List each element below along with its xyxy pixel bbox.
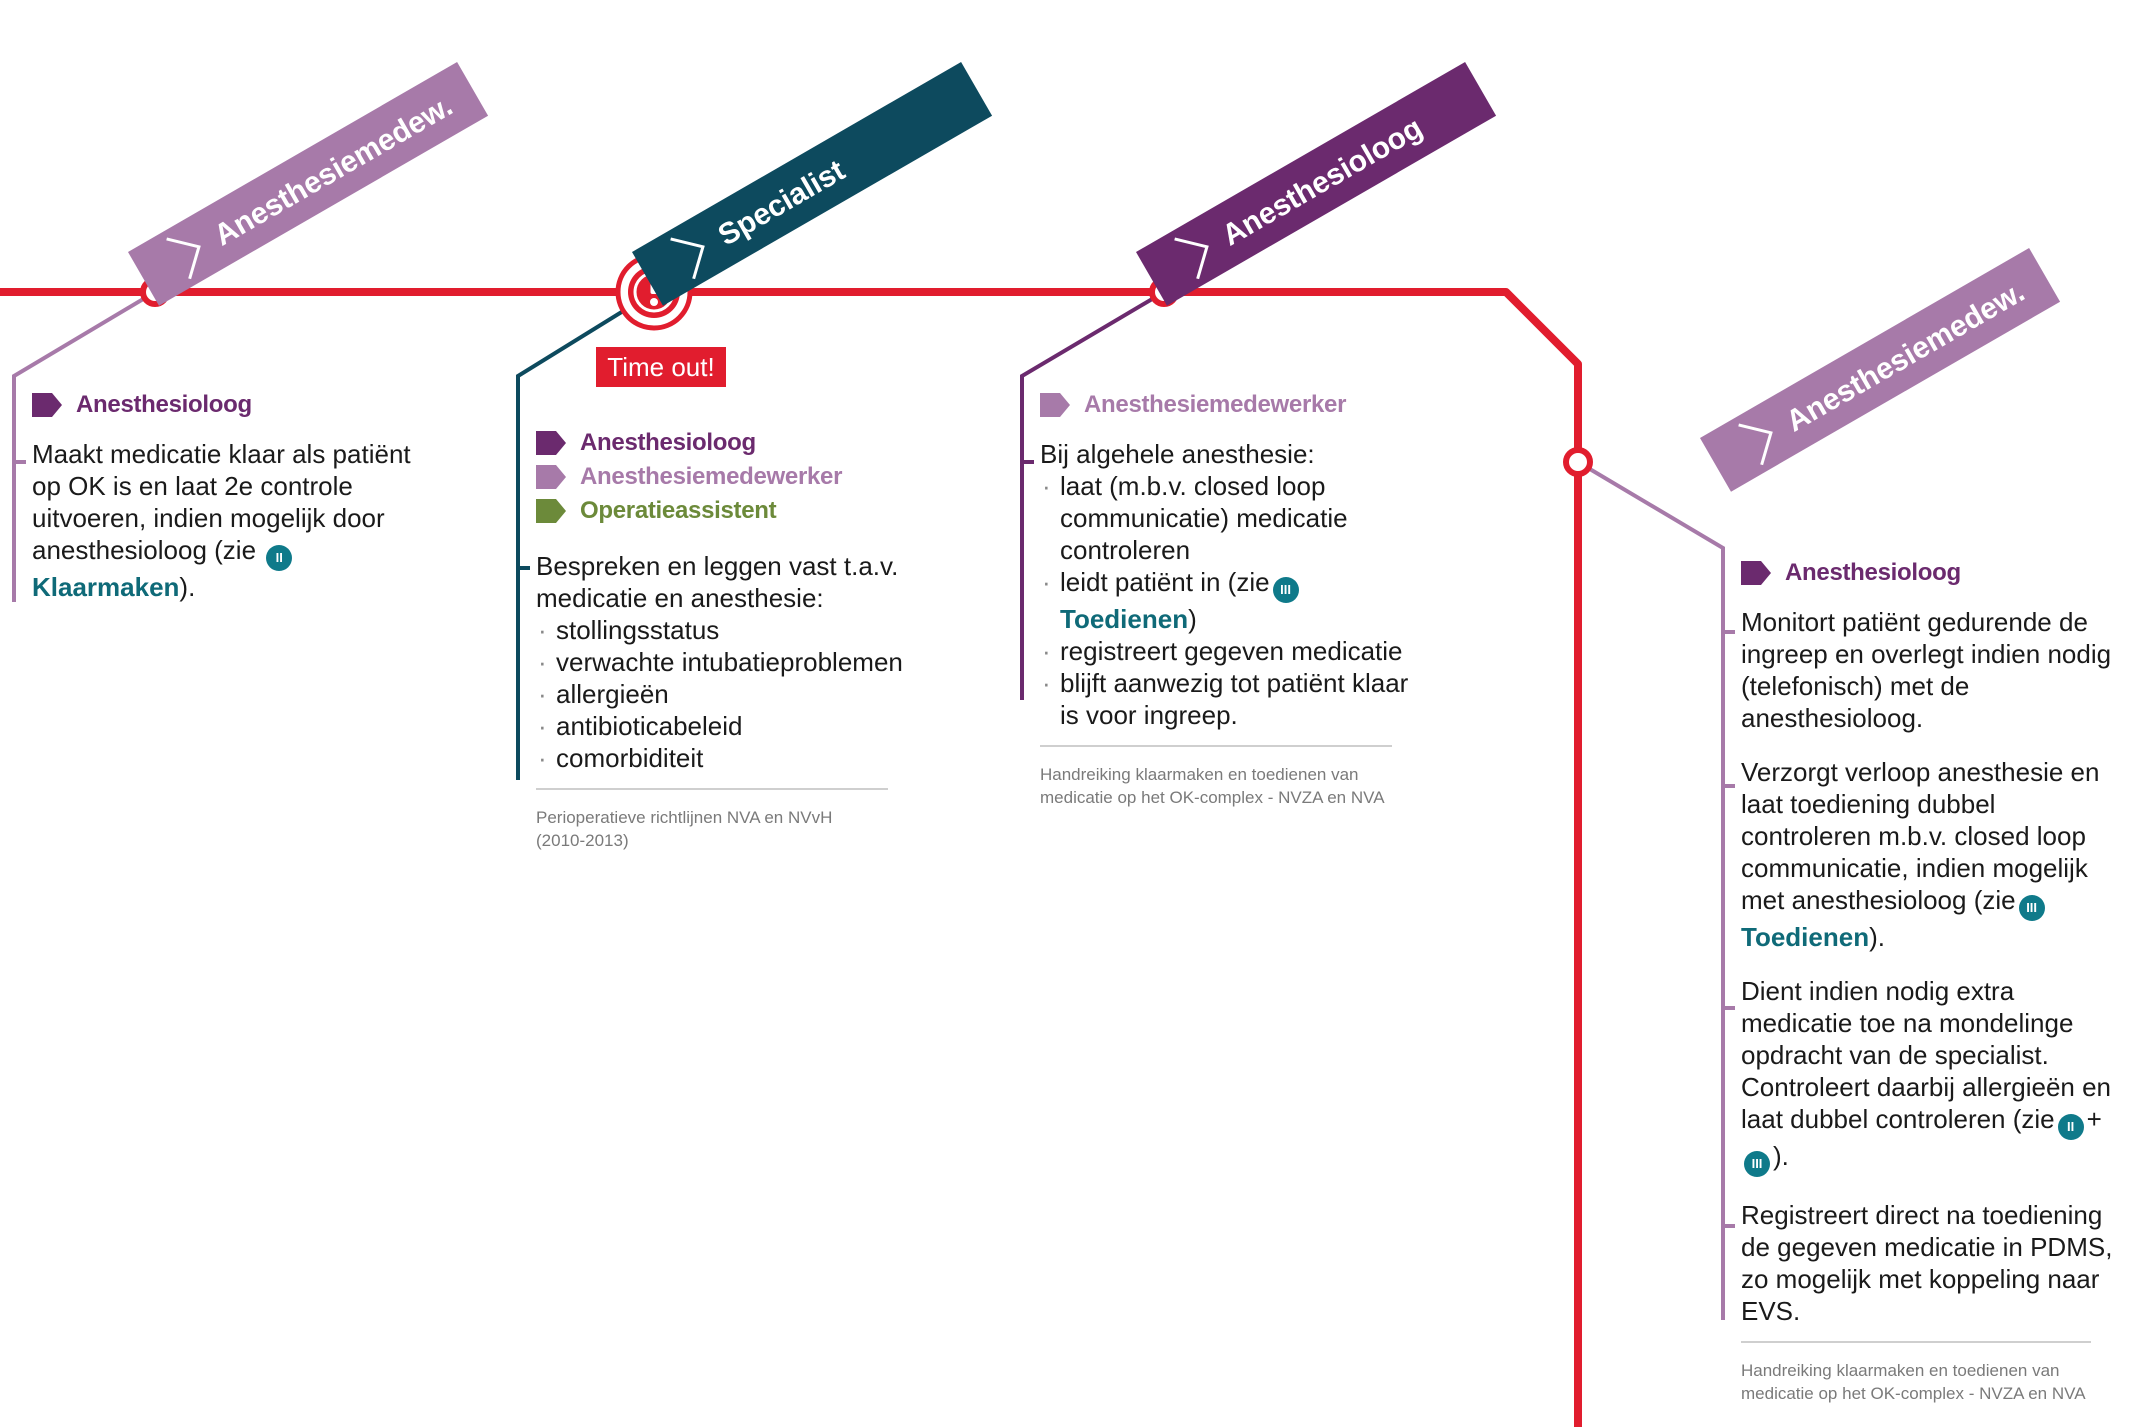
list-item-text: leidt patiënt in (zie — [1060, 567, 1270, 597]
tick-step1 — [14, 460, 26, 464]
klaarmaken-link[interactable]: Klaarmaken — [32, 572, 180, 602]
paragraph-text: Verzorgt verloop anesthesie en laat toed… — [1741, 757, 2100, 915]
tick-step2 — [518, 566, 530, 570]
list-item: registreert gegeven medicatie — [1040, 635, 1420, 667]
connector-step2 — [516, 290, 656, 780]
role-flag-icon — [536, 431, 566, 455]
step-number-badge-icon: III — [1744, 1151, 1770, 1177]
paragraph-text-end: ). — [1869, 922, 1885, 952]
list-item: stollingsstatus — [536, 614, 916, 646]
list-item: verwachte intubatieproblemen — [536, 646, 916, 678]
list-item: allergieën — [536, 678, 916, 710]
banner-3: Anesthesioloog — [1136, 62, 1497, 306]
connector-step4 — [1576, 460, 1725, 1320]
banner-3-label: Anesthesioloog — [1217, 111, 1428, 252]
step4-description: Monitort patiënt gedurende de ingreep en… — [1741, 606, 2129, 1327]
divider — [1741, 1341, 2091, 1343]
step1-block: Anesthesioloog Maakt medicatie klaar als… — [32, 388, 412, 603]
plus-sign: + — [2086, 1104, 2102, 1134]
role-name: Anesthesiemedewerker — [1084, 391, 1347, 418]
step3-block: Anesthesiemedewerker Bij algehele anesth… — [1040, 388, 1420, 809]
list-item-text-end: ) — [1188, 604, 1197, 634]
list-item: blijft aanwezig tot patiënt klaar is voo… — [1040, 667, 1420, 731]
role-flag-icon — [536, 499, 566, 523]
banner-4: Anesthesiemedew. — [1700, 248, 2061, 492]
role-name: Operatieassistent — [580, 497, 777, 524]
role-flag-icon — [1741, 561, 1771, 585]
step3-source: Handreiking klaarmaken en toedienen van … — [1040, 765, 1385, 807]
role-row: Anesthesiemedewerker — [536, 460, 916, 494]
step3-description: Bij algehele anesthesie: laat (m.b.v. cl… — [1040, 438, 1420, 731]
role-name: Anesthesioloog — [580, 429, 756, 456]
banner-1: Anesthesiemedew. — [128, 62, 489, 306]
step2-list: stollingsstatus verwachte intubatieprobl… — [536, 614, 916, 774]
connector-step3 — [1020, 290, 1166, 700]
toedienen-link[interactable]: Toedienen — [1060, 604, 1189, 634]
step2-description: Bespreken en leggen vast t.a.v. medicati… — [536, 550, 916, 774]
timeout-label: Time out! — [596, 347, 726, 387]
tick-step3 — [1022, 460, 1034, 464]
connector-step1 — [12, 290, 157, 602]
role-name: Anesthesioloog — [1785, 559, 1961, 586]
role-flag-icon — [32, 393, 62, 417]
route-line — [0, 288, 1582, 1427]
role-flag-icon — [1040, 393, 1070, 417]
step1-text-end: ). — [179, 572, 196, 602]
divider — [536, 788, 888, 790]
banner-1-label: Anesthesiemedew. — [209, 89, 458, 252]
tick-step4b — [1723, 784, 1735, 788]
step4-paragraph: Registreert direct na toediening de gege… — [1741, 1200, 2113, 1326]
list-item: laat (m.b.v. closed loop communicatie) m… — [1040, 470, 1420, 566]
tick-step4d — [1723, 1224, 1735, 1228]
toedienen-link[interactable]: Toedienen — [1741, 922, 1870, 952]
tick-step4a — [1723, 630, 1735, 634]
step-number-badge-icon: III — [2018, 895, 2045, 921]
station-marker-4 — [1563, 447, 1593, 477]
list-item: comorbiditeit — [536, 742, 916, 774]
step4-source: Handreiking klaarmaken en toedienen van … — [1741, 1361, 2086, 1403]
step3-intro: Bij algehele anesthesie: — [1040, 439, 1315, 469]
role-flag-icon — [536, 465, 566, 489]
role-row: Operatieassistent — [536, 494, 916, 528]
step1-text: Maakt medicatie klaar als patiënt op OK … — [32, 439, 411, 565]
paragraph-text: Dient indien nodig extra medicatie toe n… — [1741, 976, 2112, 1134]
step4-block: Anesthesioloog Monitort patiënt gedurend… — [1741, 556, 2129, 1405]
step-number-badge-icon: II — [2057, 1114, 2084, 1140]
list-item: antibioticabeleid — [536, 710, 916, 742]
banner-2: Specialist — [632, 62, 993, 306]
role-name: Anesthesiemedewerker — [580, 463, 843, 490]
role-row: Anesthesioloog — [1741, 556, 2129, 590]
paragraph-text-end: ). — [1773, 1141, 1789, 1171]
banner-4-label: Anesthesiemedew. — [1781, 275, 2030, 438]
role-row: Anesthesiemedewerker — [1040, 388, 1420, 422]
step3-list: laat (m.b.v. closed loop communicatie) m… — [1040, 470, 1420, 731]
step4-paragraph: Monitort patiënt gedurende de ingreep en… — [1741, 607, 2112, 733]
step2-intro: Bespreken en leggen vast t.a.v. medicati… — [536, 551, 899, 613]
step4-paragraph: Dient indien nodig extra medicatie toe n… — [1741, 975, 2129, 1177]
step-number-badge-icon: II — [266, 545, 293, 571]
role-row: Anesthesioloog — [32, 388, 412, 422]
step-number-badge-icon: III — [1272, 577, 1299, 603]
step1-description: Maakt medicatie klaar als patiënt op OK … — [32, 438, 412, 603]
role-name: Anesthesioloog — [76, 391, 252, 418]
step2-block: Anesthesioloog Anesthesiemedewerker Oper… — [536, 426, 916, 852]
divider — [1040, 745, 1392, 747]
step4-paragraph: Verzorgt verloop anesthesie en laat toed… — [1741, 756, 2129, 953]
role-row: Anesthesioloog — [536, 426, 916, 460]
step2-source: Perioperatieve richtlijnen NVA en NVvH (… — [536, 808, 833, 850]
tick-step4c — [1723, 1006, 1735, 1010]
